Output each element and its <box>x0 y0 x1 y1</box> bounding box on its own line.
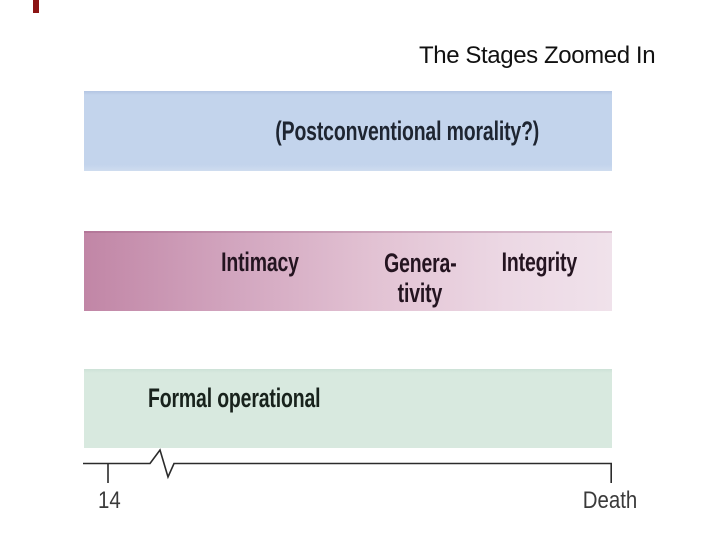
timeline-axis-line <box>83 448 612 483</box>
slide-title: The Stages Zoomed In <box>419 42 656 69</box>
intimacy-label: Intimacy <box>221 247 299 277</box>
moral-stage-bar: (Postconventional morality?) <box>84 91 612 171</box>
timeline-start-label: 14 <box>97 487 121 514</box>
cognitive-stage-label-wrap: Formal operational <box>148 384 387 412</box>
psychosocial-stage-bar: Intimacy Genera- tivity Integrity <box>84 231 612 311</box>
intimacy-label-wrap: Intimacy <box>60 248 460 276</box>
timeline-end-label: Death <box>582 487 638 514</box>
cognitive-stage-bar: Formal operational <box>84 369 612 448</box>
integrity-label: Integrity <box>501 247 577 277</box>
slide-corner-red-tick <box>33 0 39 13</box>
integrity-label-wrap: Integrity <box>339 248 720 276</box>
moral-stage-label: (Postconventional morality?) <box>275 116 539 146</box>
generativity-label-line2: tivity <box>397 278 443 308</box>
timeline-end-label-wrap: Death <box>530 487 690 515</box>
cognitive-stage-label: Formal operational <box>148 383 321 413</box>
generativity-label-wrap: Genera- tivity <box>220 248 620 308</box>
timeline-start-label-wrap: 14 <box>29 487 189 515</box>
generativity-label-line1: Genera- <box>383 248 457 278</box>
moral-stage-label-wrap: (Postconventional morality?) <box>207 117 607 145</box>
